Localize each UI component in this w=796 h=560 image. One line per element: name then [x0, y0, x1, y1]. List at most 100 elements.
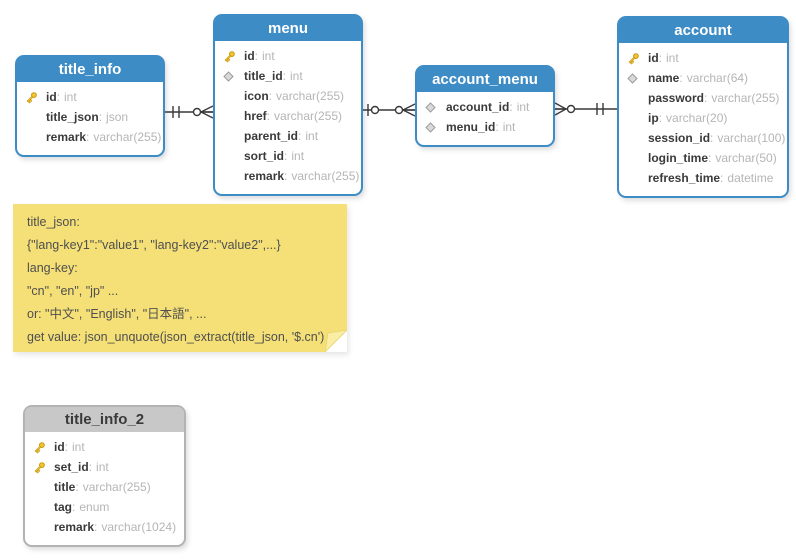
field-row[interactable]: id:int [17, 87, 163, 107]
field-type: varchar(255) [93, 130, 162, 144]
field-row[interactable]: id:int [25, 437, 184, 457]
field-type: varchar(255) [291, 169, 360, 183]
field-type: int [516, 100, 530, 114]
field-row[interactable]: sort_id:int [215, 146, 361, 166]
field-row[interactable]: ip:varchar(20) [619, 108, 787, 128]
field-row[interactable]: tag:enum [25, 497, 184, 517]
field-row[interactable]: remark:varchar(1024) [25, 517, 184, 537]
field-row[interactable]: set_id:int [25, 457, 184, 477]
field-name: password [648, 91, 705, 105]
sticky-note[interactable]: title_json:{"lang-key1":"value1", "lang-… [13, 204, 349, 354]
field-colon: : [268, 89, 273, 103]
field-colon: : [64, 440, 69, 454]
field-colon: : [75, 480, 79, 494]
field-type: int [262, 49, 275, 63]
field-row[interactable]: session_id:varchar(100) [619, 128, 787, 148]
field-colon: : [94, 520, 98, 534]
field-type: varchar(100) [717, 131, 786, 145]
field-row[interactable]: icon:varchar(255) [215, 86, 361, 106]
field-name: login_time [648, 151, 709, 165]
field-type: varchar(20) [666, 111, 728, 125]
field-type: int [290, 69, 303, 83]
field-name: remark [54, 520, 95, 534]
field-row[interactable]: id:int [619, 48, 787, 68]
field-colon: : [658, 111, 663, 125]
note-line: lang-key: [27, 261, 78, 275]
field-colon: : [509, 100, 513, 114]
field-type: varchar(255) [82, 480, 151, 494]
primary-key-icon [25, 91, 46, 104]
diamond-index-icon [627, 72, 648, 84]
field-name: tag [54, 500, 72, 514]
field-colon: : [56, 90, 61, 104]
field-type: varchar(255) [276, 89, 345, 103]
field-type: varchar(255) [274, 109, 343, 123]
field-name: title [54, 480, 76, 494]
field-row[interactable]: parent_id:int [215, 126, 361, 146]
field-row[interactable]: refresh_time:datetime [619, 168, 787, 188]
field-row[interactable]: name:varchar(64) [619, 68, 787, 88]
field-type: varchar(255) [711, 91, 780, 105]
field-row[interactable]: menu_id:int [417, 117, 553, 137]
note-line: title_json: [27, 215, 80, 229]
field-row[interactable]: account_id:int [417, 97, 553, 117]
field-colon: : [284, 169, 288, 183]
field-row[interactable]: title_json:json [17, 107, 163, 127]
sticky-note-text: title_json:{"lang-key1":"value1", "lang-… [13, 204, 347, 349]
primary-key-icon [33, 441, 54, 454]
field-row[interactable]: remark:varchar(255) [17, 127, 163, 147]
field-type: int [72, 440, 85, 454]
primary-key-icon [223, 50, 244, 63]
primary-key-icon [33, 461, 54, 474]
field-row[interactable]: id:int [215, 46, 361, 66]
diamond-index-icon [223, 70, 244, 82]
folded-corner-icon [324, 329, 349, 354]
field-name: remark [46, 130, 87, 144]
field-type: int [96, 460, 109, 474]
field-type: int [64, 90, 77, 104]
field-colon: : [708, 151, 712, 165]
field-name: refresh_time [648, 171, 721, 185]
field-type: int [502, 120, 516, 134]
field-name: title_id [244, 69, 283, 83]
field-row[interactable]: title:varchar(255) [25, 477, 184, 497]
field-name: id [244, 49, 255, 63]
table-title[interactable]: menu [215, 16, 361, 43]
relationship-connector-menu-account-menu[interactable] [363, 102, 416, 123]
field-name: parent_id [244, 129, 299, 143]
field-row[interactable]: remark:varchar(255) [215, 166, 361, 186]
field-row[interactable]: href:varchar(255) [215, 106, 361, 126]
table-title[interactable]: title_info [17, 57, 163, 84]
field-name: ip [648, 111, 659, 125]
field-type: datetime [727, 171, 774, 185]
field-colon: : [98, 110, 103, 124]
field-name: set_id [54, 460, 89, 474]
note-line: get value: json_unquote(json_extract(tit… [27, 330, 325, 344]
field-colon: : [88, 460, 93, 474]
primary-key-icon [627, 52, 648, 65]
table-title[interactable]: account [619, 18, 787, 45]
field-type: int [666, 51, 679, 65]
field-row[interactable]: title_id:int [215, 66, 361, 86]
field-name: icon [244, 89, 269, 103]
field-name: title_json [46, 110, 99, 124]
field-colon: : [710, 131, 714, 145]
relationship-connector-title-info-menu[interactable] [165, 104, 214, 125]
field-row[interactable]: password:varchar(255) [619, 88, 787, 108]
field-row[interactable]: login_time:varchar(50) [619, 148, 787, 168]
relationship-connector-account-menu-account[interactable] [554, 101, 617, 122]
field-colon: : [266, 109, 271, 123]
field-colon: : [72, 500, 76, 514]
table-title[interactable]: title_info_2 [25, 407, 184, 434]
table-title[interactable]: account_menu [417, 67, 553, 94]
field-name: href [244, 109, 267, 123]
